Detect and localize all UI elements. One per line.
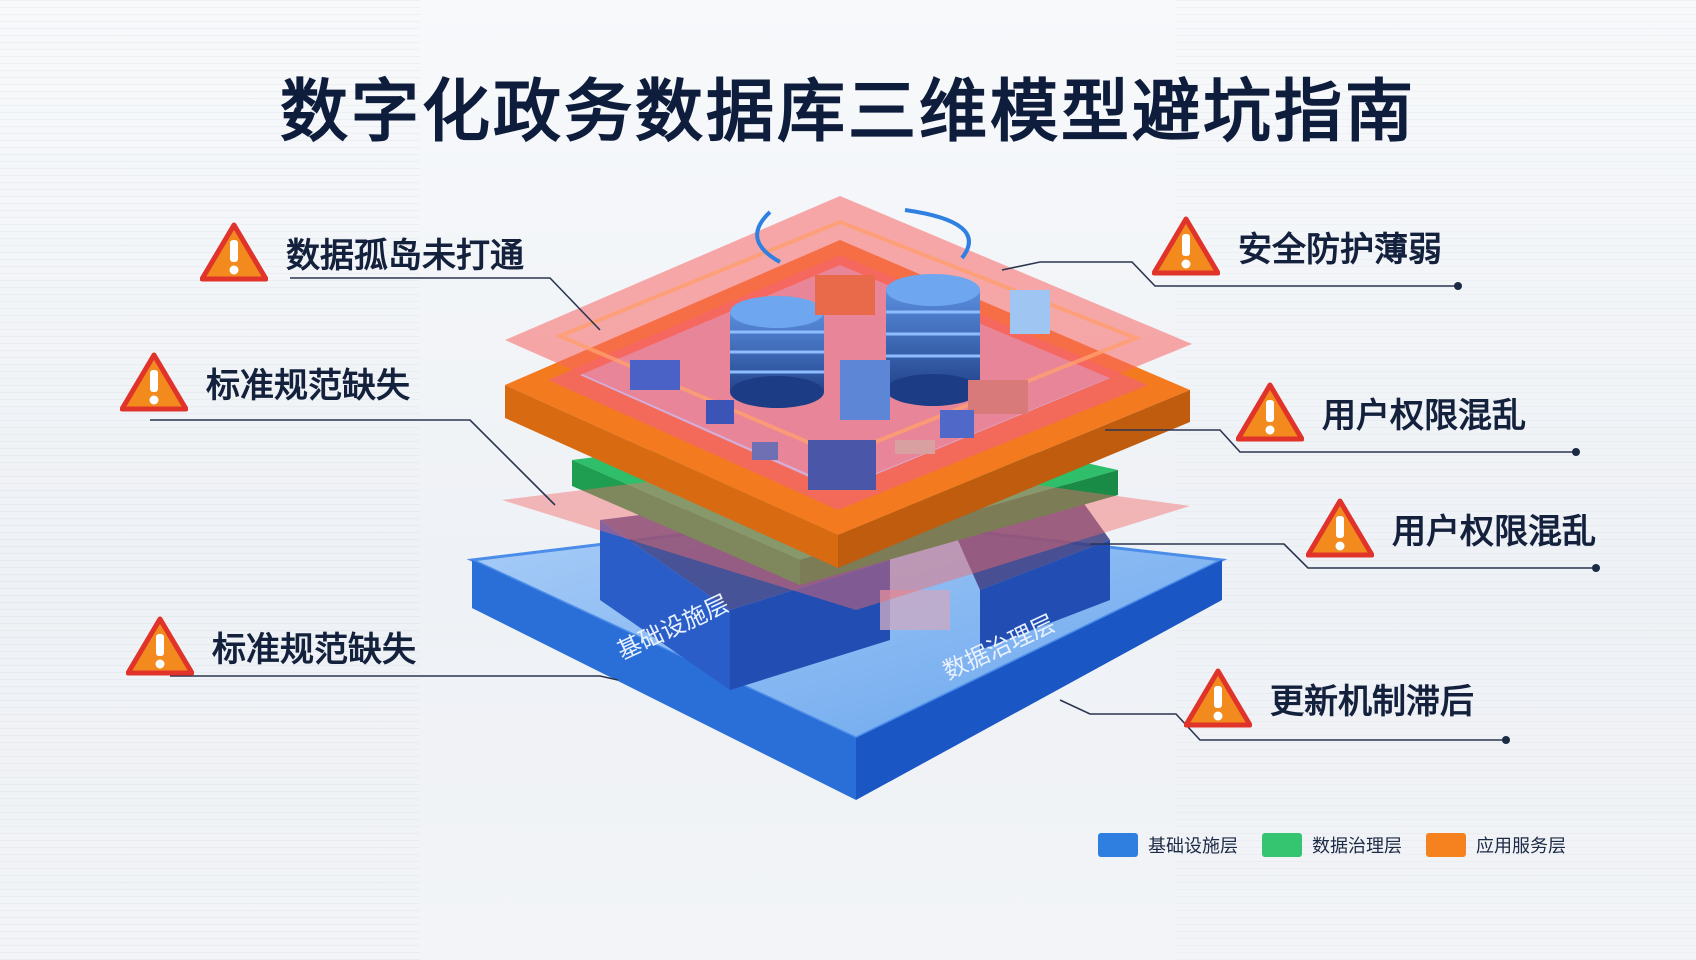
callout-permission-chaos-1: 用户权限混乱: [1236, 382, 1526, 442]
warning-icon: [1236, 382, 1304, 442]
warning-icon: [200, 222, 268, 282]
callout-label: 数据孤岛未打通: [286, 235, 524, 276]
legend-label: 应用服务层: [1476, 836, 1566, 857]
warning-icon: [1152, 216, 1220, 276]
top-translucent-plate: [505, 196, 1192, 488]
legend-item-application: 应用服务层: [1426, 832, 1566, 858]
top-plate-edge: [554, 219, 1142, 459]
background-texture-left: [0, 0, 420, 960]
callout-label: 用户权限混乱: [1392, 511, 1596, 552]
orbit-arc-left: [755, 210, 781, 264]
callout-label: 安全防护薄弱: [1238, 229, 1442, 270]
callout-label: 标准规范缺失: [212, 629, 416, 670]
callout-permission-chaos-2: 用户权限混乱: [1306, 498, 1596, 558]
warning-icon: [1184, 668, 1252, 728]
background-texture-right: [1176, 0, 1696, 960]
page-title: 数字化政务数据库三维模型避坑指南: [279, 73, 1416, 152]
callout-update-lag: 更新机制滞后: [1184, 668, 1474, 728]
warning-icon: [126, 616, 194, 676]
callout-security-weak: 安全防护薄弱: [1152, 216, 1442, 276]
legend-swatch-blue: [1098, 833, 1138, 857]
callout-data-island: 数据孤岛未打通: [200, 222, 524, 282]
leader-lines: [150, 261, 1596, 741]
legend-swatch-orange: [1426, 833, 1466, 857]
legend-item-infrastructure: 基础设施层: [1098, 832, 1238, 858]
legend-swatch-green: [1262, 833, 1302, 857]
legend-label: 基础设施层: [1148, 836, 1238, 857]
callout-label: 用户权限混乱: [1322, 395, 1526, 436]
callout-standards-missing-2: 标准规范缺失: [126, 616, 416, 676]
database-server-left: [730, 296, 824, 408]
legend: 基础设施层 数据治理层 应用服务层: [1098, 832, 1566, 858]
legend-label: 数据治理层: [1312, 836, 1402, 857]
legend-item-governance: 数据治理层: [1262, 832, 1402, 858]
component-blocks: [630, 275, 1050, 490]
database-server-right: [886, 274, 980, 406]
warning-icon: [120, 352, 188, 412]
warning-icon: [1306, 498, 1374, 558]
leader-dots: [1454, 282, 1600, 744]
callout-label: 标准规范缺失: [206, 365, 410, 406]
callout-label: 更新机制滞后: [1270, 681, 1474, 722]
orbit-arc-right: [904, 208, 971, 260]
callout-standards-missing-1: 标准规范缺失: [120, 352, 410, 412]
